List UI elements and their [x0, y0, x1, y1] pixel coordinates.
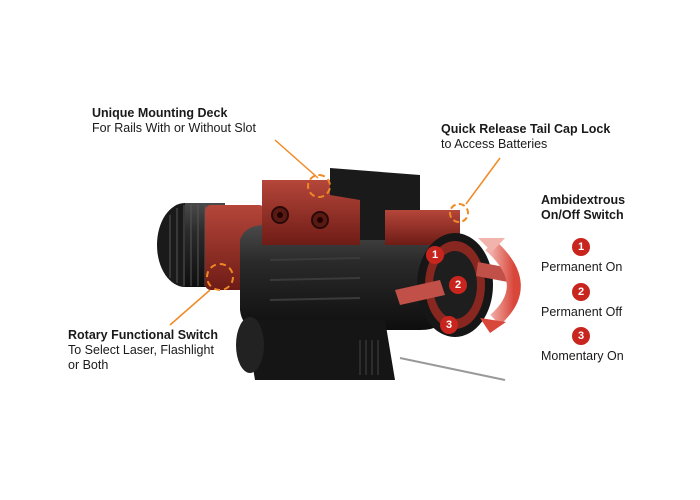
- mounting-deck-subtitle: For Rails With or Without Slot: [92, 121, 256, 135]
- laser-beam: [399, 357, 506, 381]
- mounting-deck: [262, 180, 360, 245]
- rotary-subtitle-line2: or Both: [68, 358, 109, 372]
- legend-badge-1: 1: [572, 238, 590, 256]
- lower-mount: [236, 317, 395, 380]
- legend-badge-2: 2: [572, 283, 590, 301]
- switch-title-line2: On/Off Switch: [541, 208, 624, 222]
- tail-cap-callout: Quick Release Tail Cap Lock to Access Ba…: [441, 122, 610, 152]
- rotary-callout: Rotary Functional Switch To Select Laser…: [68, 328, 218, 373]
- legend-label-3: Momentary On: [541, 349, 624, 363]
- tailcap-leader: [465, 157, 501, 205]
- rotary-callout-circle: [206, 263, 234, 291]
- rotary-leader: [169, 289, 211, 326]
- tail-cap-title: Quick Release Tail Cap Lock: [441, 122, 611, 136]
- mounting-deck-callout: Unique Mounting Deck For Rails With or W…: [92, 106, 256, 136]
- badge-1-on-device: 1: [426, 246, 444, 264]
- tail-cap-subtitle: to Access Batteries: [441, 137, 548, 151]
- badge-2-on-device: 2: [449, 276, 467, 294]
- legend-label-2: Permanent Off: [541, 305, 623, 319]
- tailcap-callout-circle: [449, 203, 469, 223]
- switch-callout: Ambidextrous On/Off Switch: [541, 193, 625, 223]
- rotary-title: Rotary Functional Switch: [68, 328, 219, 342]
- legend-label-1: Permanent On: [541, 260, 623, 274]
- deck-leader: [274, 139, 319, 179]
- deck-callout-circle: [307, 174, 331, 198]
- rotary-subtitle-line1: To Select Laser, Flashlight: [68, 343, 214, 357]
- switch-title-line1: Ambidextrous: [541, 193, 626, 207]
- legend-badge-3: 3: [572, 327, 590, 345]
- badge-3-on-device: 3: [440, 316, 458, 334]
- mounting-deck-title: Unique Mounting Deck: [92, 106, 228, 120]
- switch-lever: [395, 280, 445, 305]
- rotation-arrow: [485, 239, 521, 326]
